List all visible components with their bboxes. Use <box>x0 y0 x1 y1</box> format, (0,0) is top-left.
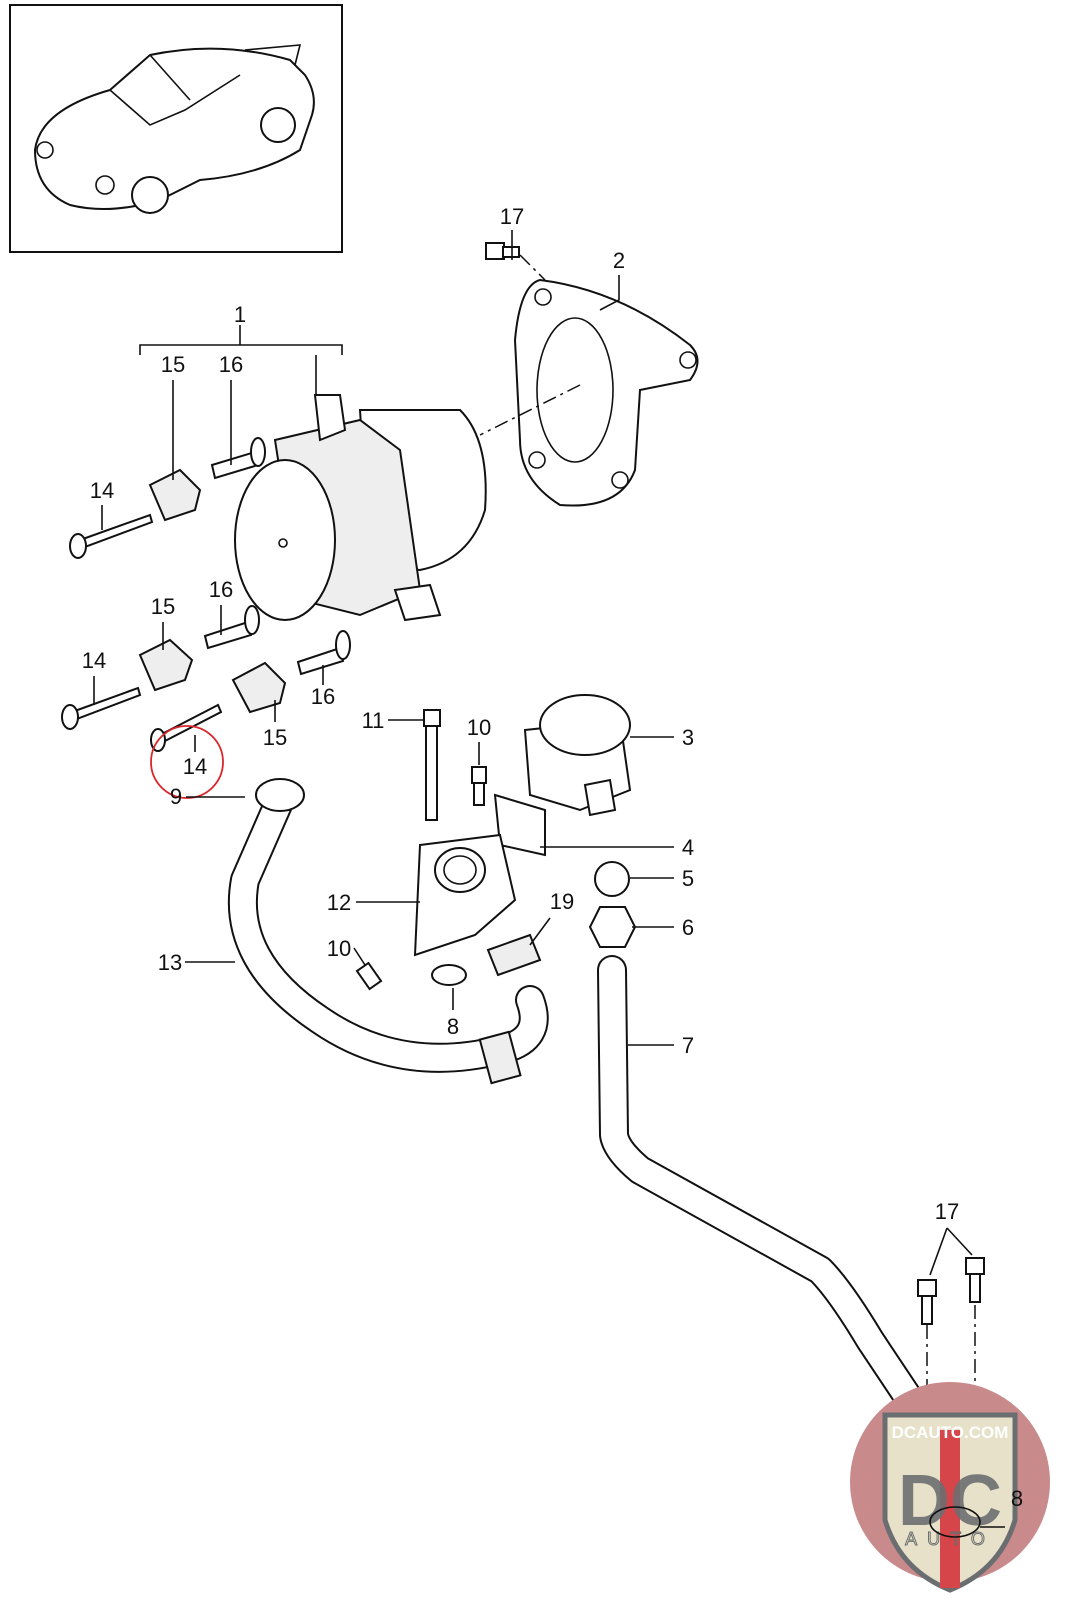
callout-13: 13 <box>158 950 182 975</box>
callout-10: 10 <box>467 715 491 740</box>
callout-14: 14 <box>90 478 114 503</box>
callout-15: 15 <box>161 352 185 377</box>
dcauto-logo: DCAUTO.COM DC AUTO <box>850 1382 1050 1593</box>
hose-part-13 <box>227 778 549 1085</box>
callout-8: 8 <box>447 1014 459 1039</box>
mounting-hardware <box>61 437 351 752</box>
svg-text:DCAUTO.COM: DCAUTO.COM <box>892 1423 1009 1442</box>
callout-14: 14 <box>183 754 207 779</box>
bolt-part-11 <box>423 709 441 821</box>
secondary-air-pump-part-1 <box>234 394 487 622</box>
hose-part-7 <box>597 955 945 1445</box>
callout-16: 16 <box>219 352 243 377</box>
callout-5: 5 <box>682 866 694 891</box>
callout-2: 2 <box>613 248 625 273</box>
callout-11: 11 <box>362 708 385 733</box>
highlight-circle <box>150 725 224 799</box>
callout-6: 6 <box>682 915 694 940</box>
callout-labels: 17 2 1 15 16 14 15 16 14 16 15 14 9 11 1… <box>82 204 1023 1511</box>
callout-16: 16 <box>209 577 233 602</box>
callout-8: 8 <box>1011 1486 1023 1511</box>
callout-19: 19 <box>550 889 574 914</box>
nut-part-6 <box>588 906 637 948</box>
callout-12: 12 <box>327 890 351 915</box>
callout-1: 1 <box>234 302 246 327</box>
o-ring-part-8 <box>431 964 467 986</box>
valve-part-3 <box>523 694 632 817</box>
bracket-part-2 <box>513 278 699 507</box>
vehicle-thumbnail <box>9 4 343 253</box>
callout-15: 15 <box>263 725 287 750</box>
callout-15: 15 <box>151 594 175 619</box>
gasket-part-4 <box>493 793 546 857</box>
callout-10: 10 <box>327 936 351 961</box>
callout-17: 17 <box>500 204 524 229</box>
callout-7: 7 <box>682 1033 694 1058</box>
callout-4: 4 <box>682 835 694 860</box>
callout-14: 14 <box>82 648 106 673</box>
bolt-part-17b <box>917 1257 985 1325</box>
leader-lines <box>93 230 973 1276</box>
svg-text:AUTO: AUTO <box>905 1529 995 1549</box>
callout-17: 17 <box>935 1199 959 1224</box>
bolt-part-17 <box>485 242 520 260</box>
bolt-part-10 <box>471 766 487 806</box>
callout-16: 16 <box>311 684 335 709</box>
flange-part-12 <box>413 833 517 957</box>
callout-3: 3 <box>682 725 694 750</box>
ring-part-5 <box>594 861 630 897</box>
callout-9: 9 <box>170 784 182 809</box>
bolt-part-10b <box>355 961 383 991</box>
clamp-part-19 <box>486 933 542 977</box>
